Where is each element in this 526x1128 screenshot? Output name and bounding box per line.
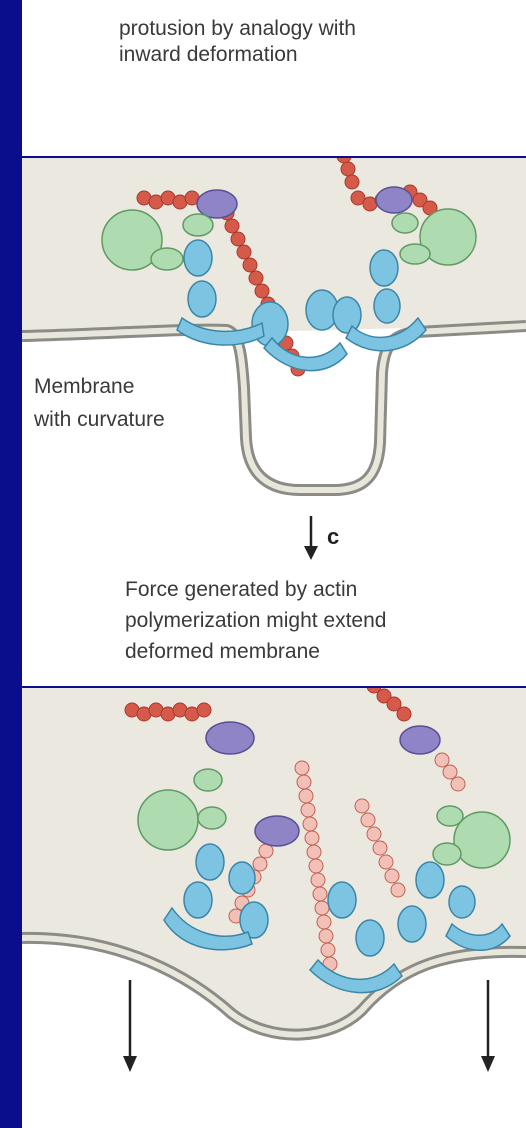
step-caption-line-1: Force generated by actin	[125, 578, 357, 601]
membrane-label-line-2: with curvature	[33, 408, 165, 431]
nucleator-left	[197, 190, 237, 218]
nucleator-right	[400, 726, 440, 754]
step-caption-line-2: polymerization might extend	[125, 609, 386, 632]
nucleator-center	[255, 816, 299, 846]
membrane-curvature-panel: Membrane with curvature c Force generate…	[22, 158, 526, 686]
top-caption-line-1: protusion by analogy with	[119, 16, 356, 41]
extended-membrane-panel	[22, 688, 526, 1128]
nucleator-right	[376, 187, 412, 213]
down-arrow-icon-head	[304, 546, 318, 560]
step-caption-line-3: deformed membrane	[125, 640, 320, 663]
top-caption-panel: protusion by analogy with inward deforma…	[22, 0, 526, 156]
extended-membrane-diagram	[22, 688, 526, 1128]
down-arrow-icon-head	[123, 1056, 137, 1072]
nucleator-left	[206, 722, 254, 754]
step-letter: c	[327, 524, 339, 549]
membrane-curvature-diagram: Membrane with curvature c Force generate…	[22, 158, 526, 686]
top-caption-line-2: inward deformation	[119, 42, 298, 67]
membrane-label-line-1: Membrane	[34, 375, 134, 398]
down-arrow-icon-head	[481, 1056, 495, 1072]
